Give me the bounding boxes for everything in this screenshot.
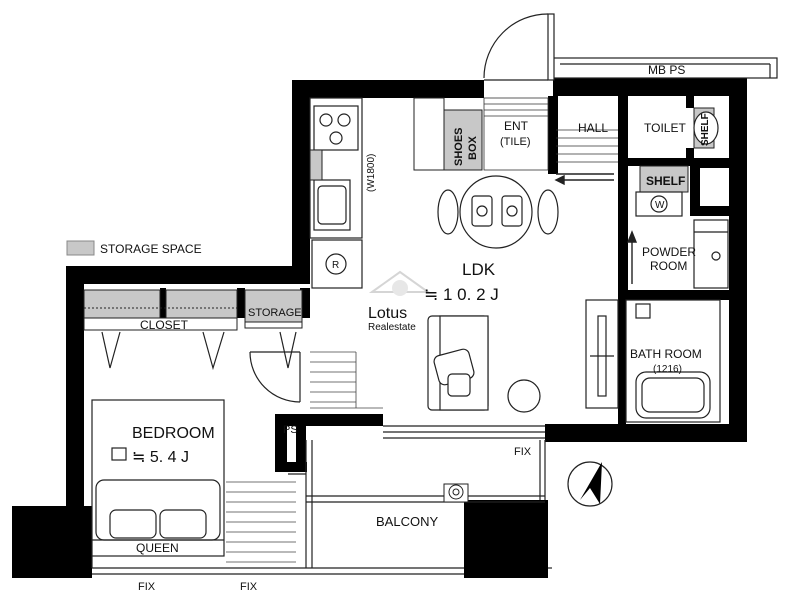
fridge-label: R <box>332 260 339 271</box>
bath-room-label: BATH ROOM <box>630 347 702 361</box>
queen-bed <box>91 399 225 557</box>
balcony-railing <box>91 425 552 575</box>
ent-label: ENT <box>504 119 529 133</box>
shelf-toilet-label: SHELF <box>700 113 711 146</box>
shelf-powder-label: SHELF <box>646 174 685 188</box>
ent-sub-label: (TILE) <box>500 136 531 148</box>
hall-label: HALL <box>578 121 608 135</box>
fix-balcony-label: FIX <box>514 446 532 458</box>
closet-label: CLOSET <box>140 318 189 332</box>
powder-label-1: POWDER <box>642 245 696 259</box>
legend-storage-label: STORAGE SPACE <box>100 242 202 256</box>
ldk-size-label: ≒ 1 0. 2 J <box>424 285 499 304</box>
entry-shelf <box>413 97 445 171</box>
watermark-sub: Realestate <box>368 322 416 333</box>
closet-doors <box>101 331 297 371</box>
bath-size-label: (1216) <box>653 364 682 375</box>
mb-ps-label: MB PS <box>648 63 685 77</box>
walls <box>12 78 747 578</box>
fix-bottom-label-2: FIX <box>240 581 258 593</box>
tv-board <box>585 299 619 409</box>
ldk-label: LDK <box>462 260 496 279</box>
fix-bottom-label-1: FIX <box>138 581 156 593</box>
closet-rail <box>83 307 303 331</box>
powder-label-2: ROOM <box>650 259 687 273</box>
entrance-tile <box>483 97 618 171</box>
bedroom-floor-hatch <box>226 481 296 563</box>
washer <box>635 191 683 217</box>
washer-label: W <box>655 200 665 211</box>
balcony-label: BALCONY <box>376 514 438 529</box>
arrows <box>554 173 638 284</box>
compass <box>567 461 613 507</box>
watermark-brand: Lotus <box>368 305 407 322</box>
storage-label: STORAGE <box>248 307 302 319</box>
shoes-label-1: SHOES <box>453 127 465 166</box>
sofa <box>427 315 489 411</box>
queen-label: QUEEN <box>136 541 179 555</box>
bedroom-door <box>249 351 301 403</box>
labels: MB PS ENT (TILE) HALL TOILET SHELF W POW… <box>132 63 711 593</box>
bedroom-size-label: ≒ 5. 4 J <box>132 449 189 466</box>
bathtub <box>625 299 721 423</box>
legend-storage-swatch <box>66 240 95 256</box>
kitchen-counter <box>309 97 363 289</box>
watermark <box>368 270 432 296</box>
balcony-drain <box>443 483 469 503</box>
coffee-table <box>507 379 541 413</box>
bedroom-label: BEDROOM <box>132 425 215 442</box>
entrance-door <box>483 13 555 81</box>
toilet-label: TOILET <box>644 121 686 135</box>
vanity <box>693 219 729 289</box>
shoes-label-2: BOX <box>467 136 479 161</box>
kitchen-shelf <box>309 149 323 181</box>
toilet <box>693 111 719 145</box>
shoes-box <box>443 109 483 171</box>
kitchen-width-label: (W1800) <box>366 154 377 192</box>
floor-area-icon <box>111 447 127 461</box>
ps-label: PS <box>283 424 298 436</box>
dining-set <box>437 175 559 249</box>
ldk-floor-hatch <box>310 351 383 409</box>
